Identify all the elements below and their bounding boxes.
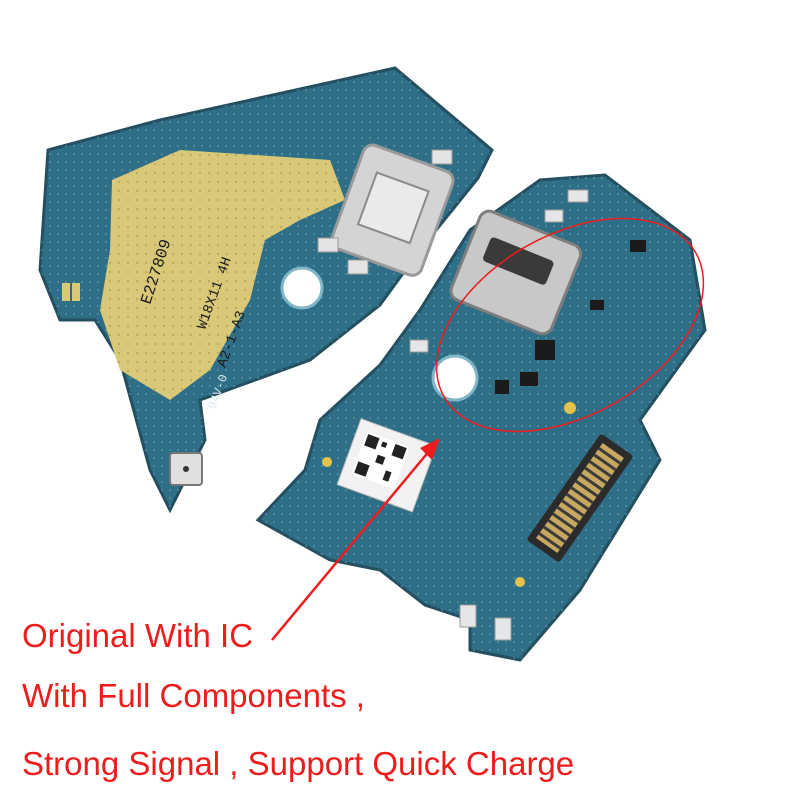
usb-port (449, 209, 583, 336)
ic-chip (535, 340, 555, 360)
caption-original-with-ic: Original With IC (22, 617, 254, 654)
connector-icon (527, 434, 633, 562)
charging-port-icon (330, 143, 455, 277)
ic-highlight-ellipse (435, 217, 705, 433)
caption-full-components: With Full Components , (22, 677, 365, 714)
mic-icon (169, 452, 203, 486)
annotation-arrow (271, 438, 440, 641)
qr-code-icon (336, 418, 437, 513)
right-pcb-board (255, 173, 707, 662)
mount-hole (280, 266, 324, 310)
left-pcb-board: E227809 W18X11 4H A2-1-A3 94V-0 (38, 66, 494, 514)
mount-hole-2 (431, 354, 479, 402)
caption-signal-quick-charge: Strong Signal , Support Quick Charge (22, 745, 575, 782)
